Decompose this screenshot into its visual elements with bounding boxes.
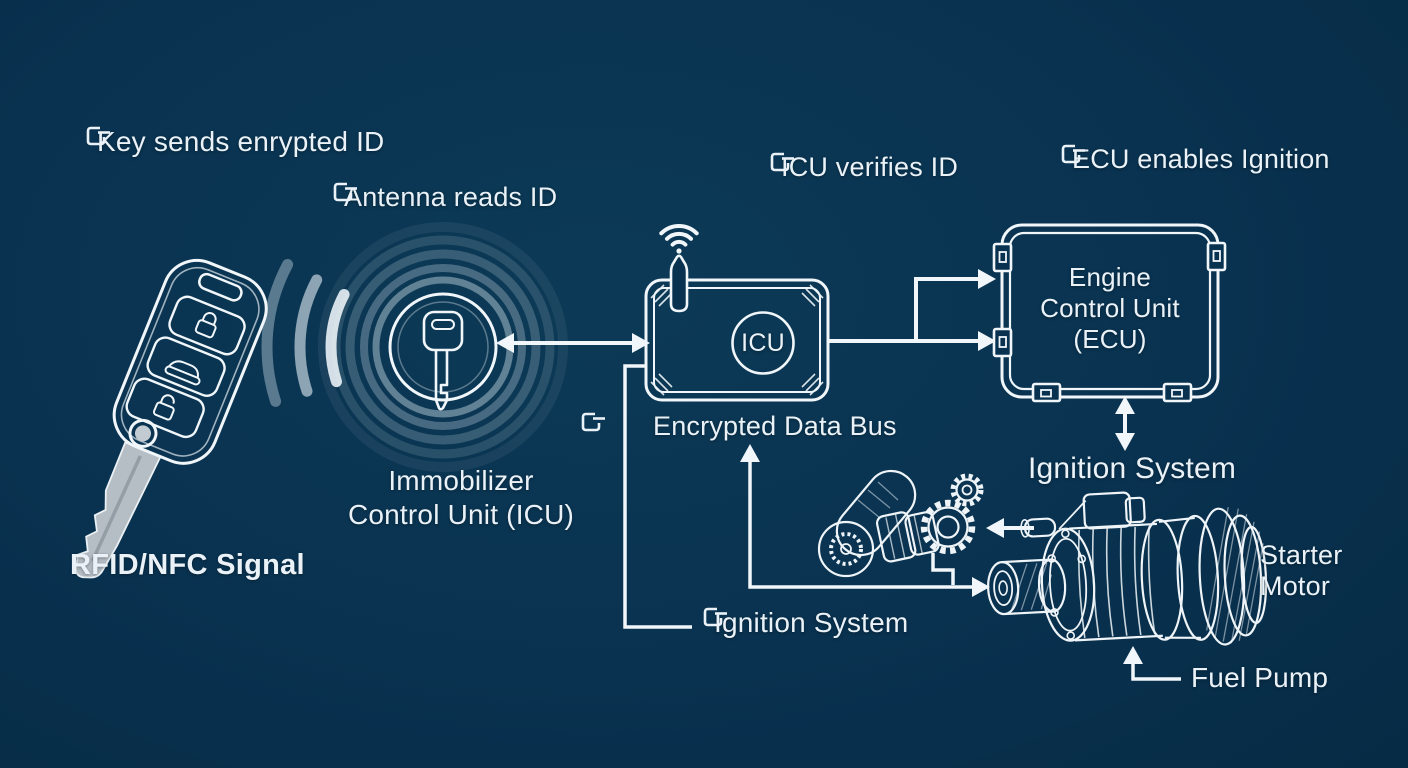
- starter-motor: [986, 491, 1268, 646]
- label-starter-motor: Starter Motor: [1260, 540, 1342, 602]
- icu-chip-label: ICU: [741, 329, 785, 357]
- label-text: Ignition System: [714, 607, 909, 638]
- label-ignition-right: Ignition System: [1028, 452, 1237, 485]
- lock-icon: [194, 312, 217, 339]
- connector-arrows: [496, 269, 1181, 681]
- key-icon: [422, 310, 464, 411]
- fuel-pump-pointer: [1123, 646, 1181, 681]
- fob-round-button: [128, 418, 158, 448]
- icu-chip-circle: [731, 311, 795, 375]
- fob-button-unlock: [125, 377, 205, 439]
- ecu-line2: Control Unit: [1040, 293, 1180, 323]
- arrow-antenna-icu: [496, 333, 650, 353]
- label-ignition-bottom: Ignition System: [703, 607, 908, 639]
- motor-terminal: [1082, 491, 1132, 530]
- label-text: ICU verifies ID: [781, 152, 959, 182]
- label-fuel-pump: Fuel Pump: [1191, 662, 1329, 693]
- label-rfid-signal: RFID/NFC Signal: [70, 549, 305, 581]
- arrow-icu-ecu: [829, 269, 996, 351]
- label-step-antenna: Antenna reads ID: [333, 182, 557, 213]
- immobilizer-line1: Immobilizer: [388, 465, 534, 496]
- label-ecu: Engine Control Unit (ECU): [1008, 262, 1212, 355]
- key-fob: [75, 258, 268, 579]
- bus-line-to-starter: [740, 444, 990, 597]
- key-blade: [75, 441, 162, 579]
- solenoid: [817, 469, 917, 578]
- starter-line2: Motor: [1260, 571, 1331, 601]
- gear-bus-step: [931, 553, 955, 585]
- keyring-slot: [198, 272, 243, 302]
- unlock-icon: [152, 394, 175, 421]
- antenna-rings: [318, 222, 568, 472]
- label-text: Key sends enrypted ID: [97, 126, 385, 157]
- label-immobilizer: Immobilizer Control Unit (ICU): [328, 464, 594, 532]
- icu-antenna: [669, 254, 689, 313]
- motor-fitting: [1023, 517, 1057, 538]
- car-button-icon: [164, 360, 201, 386]
- starter-line1: Starter: [1260, 540, 1343, 570]
- icu-box: [644, 223, 830, 402]
- arrow-ecu-ignition: [1115, 396, 1135, 451]
- wifi-signal-icon: [659, 223, 699, 254]
- icu-ignition-label-line: [623, 364, 692, 629]
- fob-button-lock: [168, 295, 246, 356]
- ecu-connector-tabs: [992, 241, 1227, 403]
- label-step-icu: ICU verifies ID: [770, 152, 958, 183]
- label-step-key: Key sends enrypted ID: [86, 126, 384, 158]
- ecu-line1: Engine: [1068, 262, 1152, 292]
- label-encrypted-bus: Encrypted Data Bus: [653, 411, 897, 441]
- fob-button-trunk: [146, 336, 226, 397]
- label-text: Antenna reads ID: [344, 182, 558, 212]
- label-text: ECU enables Ignition: [1072, 144, 1330, 174]
- gears: [920, 473, 984, 555]
- label-step-ecu: ECU enables Ignition: [1061, 144, 1330, 175]
- rfid-signal-waves: [261, 259, 350, 407]
- ecu-box: [992, 223, 1227, 403]
- ecu-line3: (ECU): [1073, 324, 1147, 354]
- starter-assembly: [817, 469, 1268, 646]
- coupler: [875, 511, 940, 563]
- immobilizer-line2: Control Unit (ICU): [347, 499, 575, 530]
